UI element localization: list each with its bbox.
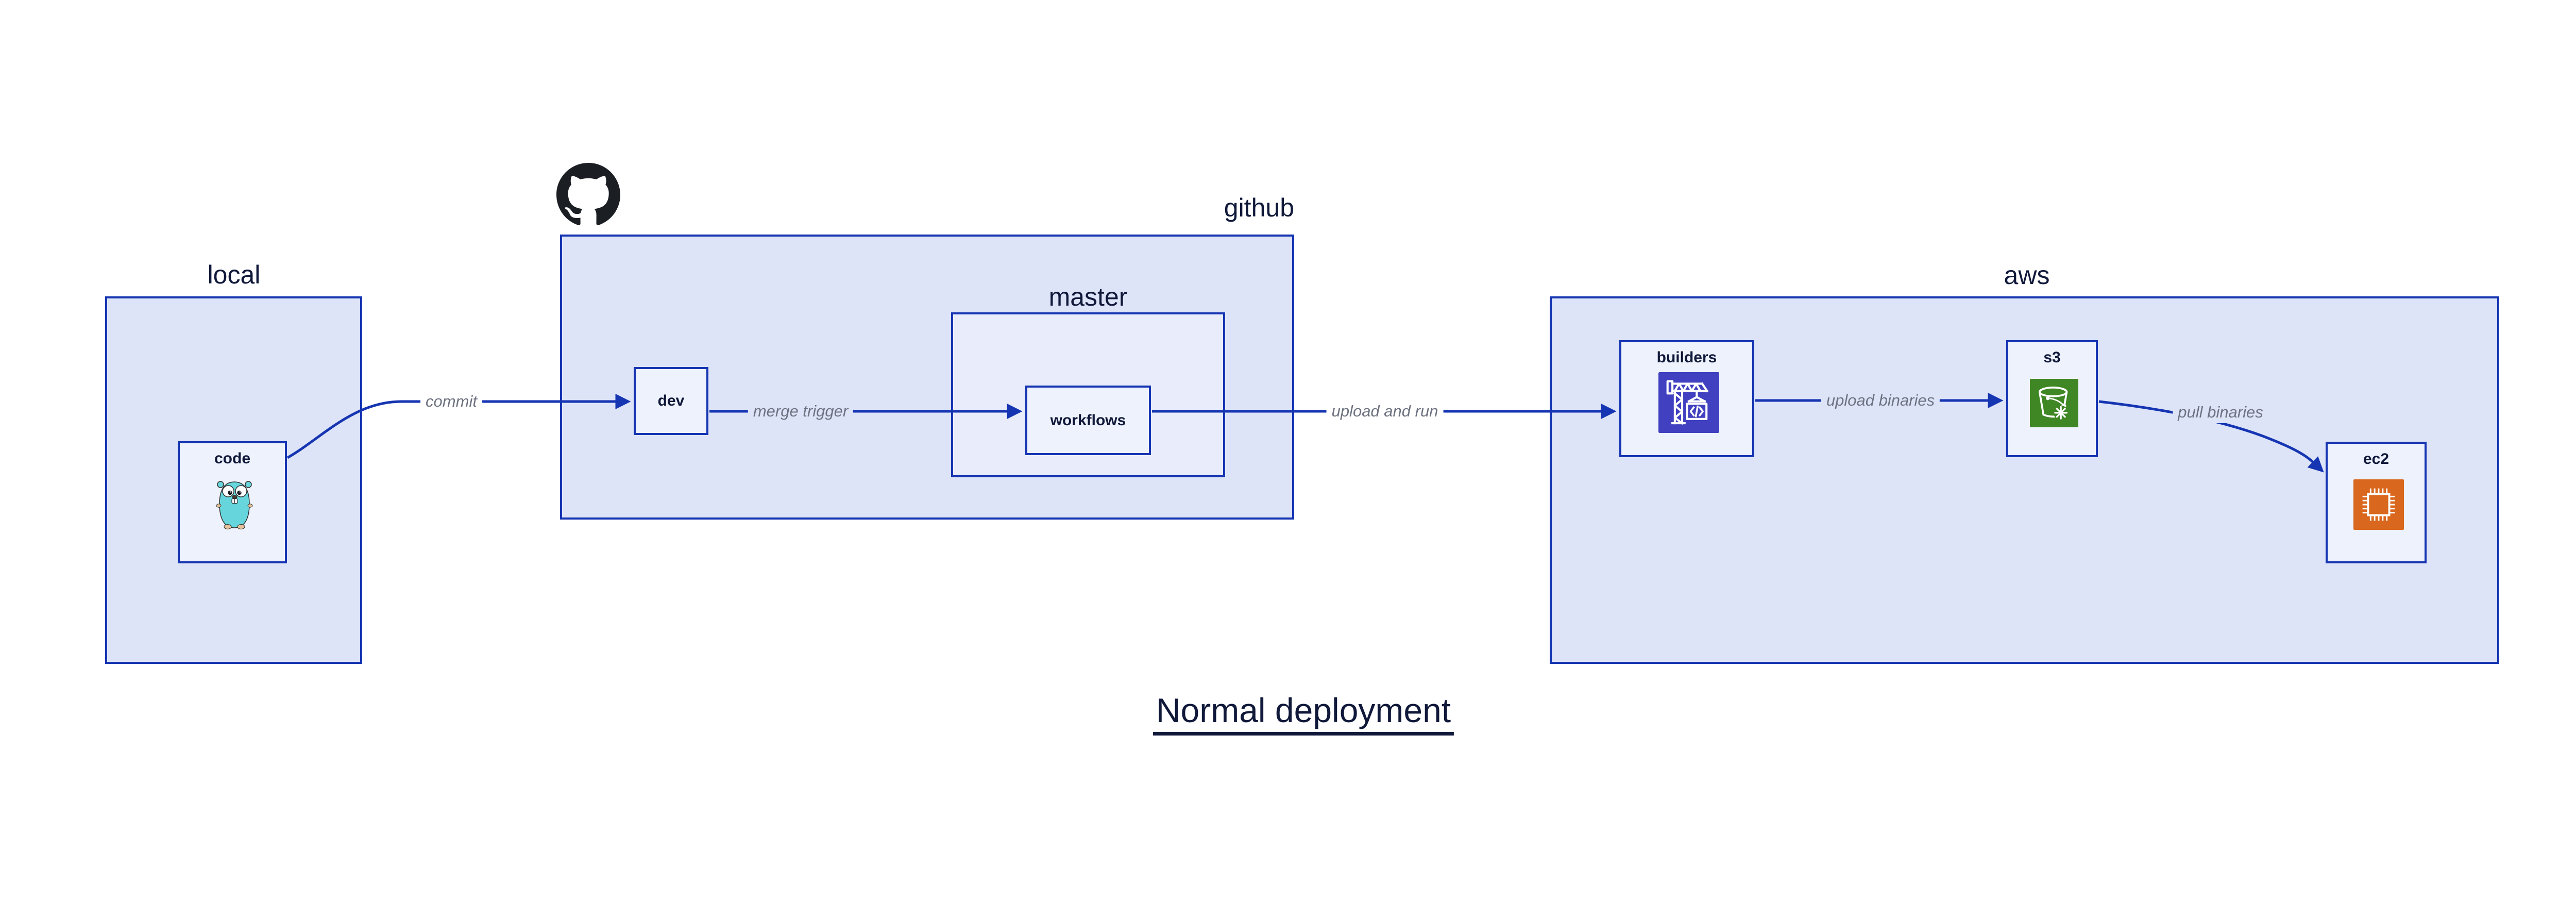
node-code: code bbox=[178, 441, 287, 563]
node-builders: builders bbox=[1619, 340, 1754, 457]
codebuild-crane-icon bbox=[1658, 372, 1719, 433]
edge-label-merge-trigger: merge trigger bbox=[748, 400, 854, 422]
edge-label-commit: commit bbox=[420, 391, 482, 412]
edge-label-upload-binaries: upload binaries bbox=[1821, 390, 1940, 411]
node-workflows: workflows bbox=[1025, 386, 1151, 455]
node-s3: s3 bbox=[2006, 340, 2098, 457]
node-workflows-label: workflows bbox=[1050, 411, 1126, 429]
node-ec2: ec2 bbox=[2326, 442, 2427, 563]
node-s3-label: s3 bbox=[2043, 349, 2061, 366]
go-gopher-icon bbox=[216, 481, 253, 529]
node-ec2-label: ec2 bbox=[2363, 450, 2389, 467]
group-label-aws: aws bbox=[2004, 261, 2050, 290]
node-builders-label: builders bbox=[1656, 349, 1717, 366]
group-label-github: github bbox=[1224, 193, 1294, 222]
edge-label-pull-binaries: pull binaries bbox=[2173, 402, 2268, 423]
edge-pull-binaries bbox=[2098, 400, 2324, 473]
edge-label-upload-and-run: upload and run bbox=[1326, 400, 1444, 422]
node-dev: dev bbox=[634, 367, 708, 435]
edge-commit bbox=[286, 394, 631, 459]
group-label-master: master bbox=[1048, 282, 1128, 311]
diagram-title: Normal deployment bbox=[1153, 692, 1454, 736]
github-octocat-logo bbox=[556, 163, 620, 225]
node-dev-label: dev bbox=[657, 392, 685, 409]
ec2-chip-icon bbox=[2353, 479, 2404, 530]
s3-bucket-icon bbox=[2030, 379, 2078, 427]
node-code-label: code bbox=[214, 450, 251, 467]
group-label-local: local bbox=[207, 260, 261, 289]
